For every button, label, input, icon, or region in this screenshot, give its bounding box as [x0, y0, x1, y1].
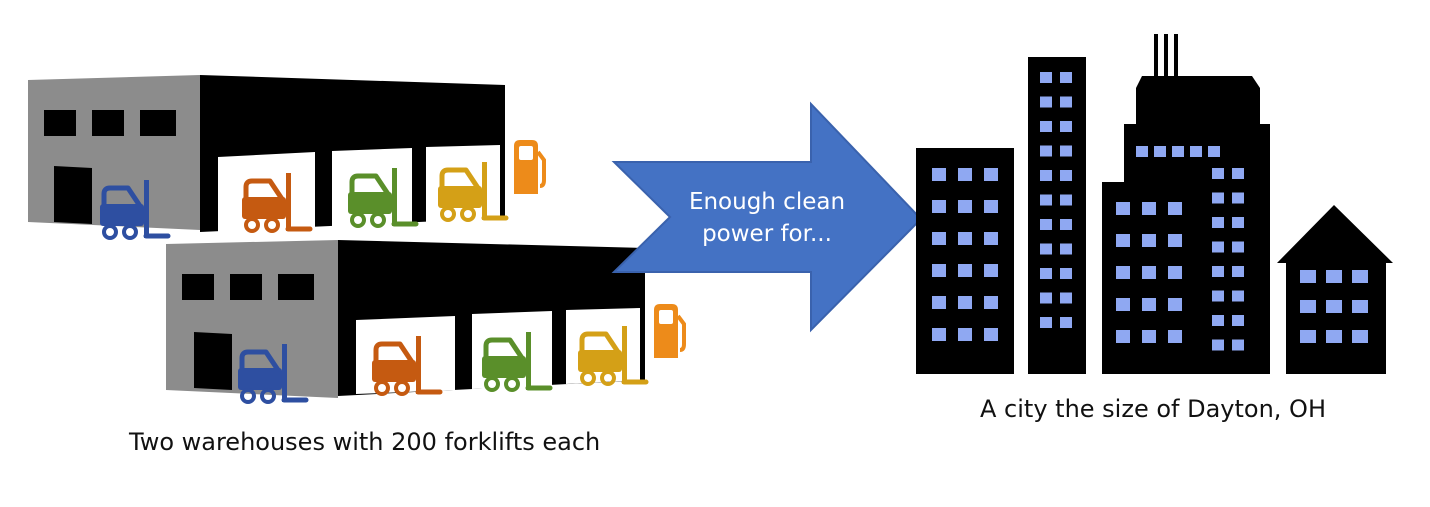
building-window	[1172, 146, 1184, 157]
building-window	[1190, 146, 1202, 157]
building-window	[1040, 121, 1052, 132]
building-window	[1040, 292, 1052, 304]
building-window	[1232, 241, 1244, 253]
building-window	[984, 296, 998, 309]
building-window	[1040, 219, 1052, 230]
building-window	[1040, 96, 1052, 108]
building-window	[932, 232, 946, 245]
building-window	[958, 328, 972, 341]
building-window	[1060, 145, 1072, 157]
building-window	[1116, 234, 1130, 247]
building-window	[1232, 315, 1244, 326]
building-window	[1040, 145, 1052, 157]
building-window	[1040, 268, 1052, 279]
building-window	[1212, 192, 1224, 204]
building-window	[1060, 219, 1072, 230]
building-window	[1352, 330, 1368, 343]
arrow-label-line-1: Enough clean	[688, 189, 846, 215]
building-window	[1168, 202, 1182, 215]
building-window	[1040, 194, 1052, 206]
building-window	[958, 168, 972, 181]
warehouse-1-icon	[28, 75, 505, 232]
building-window	[1040, 317, 1052, 328]
building-window	[1060, 317, 1072, 328]
building-window	[1142, 266, 1156, 279]
building-window	[1060, 121, 1072, 132]
building-window	[1232, 168, 1244, 179]
building-window	[1232, 339, 1244, 351]
building-window	[1212, 339, 1224, 351]
building-window	[1208, 146, 1220, 157]
building-window	[958, 232, 972, 245]
building-window	[1212, 217, 1224, 228]
building-window	[1326, 270, 1342, 283]
building-window	[1116, 330, 1130, 343]
building-window	[984, 232, 998, 245]
building-window	[1168, 330, 1182, 343]
building-window	[1136, 146, 1148, 157]
building-window	[1212, 290, 1224, 302]
building-window	[1060, 72, 1072, 83]
building-window	[1060, 243, 1072, 255]
building-window	[1212, 168, 1224, 179]
building-window	[1232, 290, 1244, 302]
building-window	[1232, 217, 1244, 228]
building-window	[932, 296, 946, 309]
warehouses-caption: Two warehouses with 200 forklifts each	[129, 428, 601, 456]
building-window	[1116, 298, 1130, 311]
building-window	[1142, 330, 1156, 343]
building-window	[932, 200, 946, 213]
building-window	[984, 328, 998, 341]
building-window	[1142, 202, 1156, 215]
building-window	[1060, 170, 1072, 181]
arrow-shape	[611, 101, 923, 333]
building-window	[1060, 268, 1072, 279]
building-window	[1212, 315, 1224, 326]
building-window	[1212, 241, 1224, 253]
building-window	[1116, 202, 1130, 215]
building-window	[932, 168, 946, 181]
building-window	[1352, 300, 1368, 313]
building-window	[1232, 266, 1244, 277]
city-caption: A city the size of Dayton, OH	[980, 395, 1326, 423]
building-window	[984, 168, 998, 181]
building-window	[1300, 330, 1316, 343]
building-window	[1060, 96, 1072, 108]
building-window	[958, 264, 972, 277]
warehouse-1-fuel-pump-icon	[512, 138, 546, 196]
building-window	[1040, 72, 1052, 83]
warehouse-2-fuel-pump-icon	[652, 302, 686, 360]
building-window	[1116, 266, 1130, 279]
arrow-label-line-2: power for...	[702, 221, 832, 247]
building-window	[1326, 300, 1342, 313]
building-window	[1040, 170, 1052, 181]
building-window	[932, 328, 946, 341]
building-window	[1060, 194, 1072, 206]
building-window	[984, 264, 998, 277]
arrow-label: Enough clean power for...	[672, 186, 862, 250]
building-window	[1352, 270, 1368, 283]
building-window	[958, 296, 972, 309]
building-window	[984, 200, 998, 213]
building-window	[1142, 298, 1156, 311]
building-window	[1212, 266, 1224, 277]
city-windows	[932, 72, 1368, 351]
building-window	[1060, 292, 1072, 304]
building-window	[1168, 298, 1182, 311]
building-window	[1300, 300, 1316, 313]
building-window	[1232, 192, 1244, 204]
building-window	[932, 264, 946, 277]
building-window	[958, 200, 972, 213]
building-window	[1142, 234, 1156, 247]
building-window	[1040, 243, 1052, 255]
building-window	[1154, 146, 1166, 157]
building-window	[1168, 234, 1182, 247]
building-window	[1300, 270, 1316, 283]
building-window	[1168, 266, 1182, 279]
building-window	[1326, 330, 1342, 343]
